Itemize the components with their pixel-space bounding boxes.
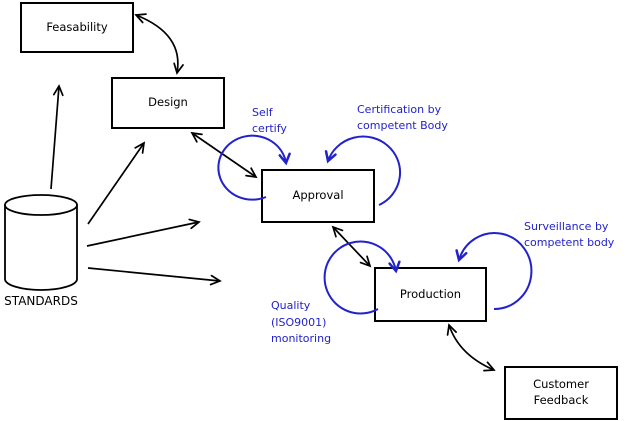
node-customer-feedback-label-line2: Feedback	[533, 393, 589, 407]
annotation-surveillance: Surveillance by competent body	[524, 219, 614, 250]
node-design-label: Design	[148, 95, 188, 110]
node-feasability-label: Feasability	[46, 19, 108, 34]
node-approval: Approval	[261, 169, 375, 223]
annotation-surveillance-line2: competent body	[524, 235, 615, 249]
node-feasability: Feasability	[20, 2, 134, 53]
arrow-production-customer-feedback	[446, 323, 496, 372]
annotation-quality-line1: Quality	[271, 299, 311, 312]
annotation-surveillance-line1: Surveillance by	[524, 220, 609, 233]
node-production: Production	[374, 267, 487, 322]
annotation-quality: Quality (ISO9001) monitoring	[271, 298, 331, 348]
node-customer-feedback-label-line1: Customer	[533, 377, 589, 392]
standards-cylinder	[4, 194, 78, 291]
arrow-design-approval	[190, 131, 258, 179]
arrow-standards-to-approval	[86, 218, 201, 247]
arrow-standards-to-feasability	[50, 84, 64, 190]
node-customer-feedback: Customer Feedback	[504, 366, 618, 420]
arrow-feasability-design	[134, 13, 184, 75]
annotation-self-certify-line1: Self	[252, 106, 273, 119]
annotation-quality-line2: (ISO9001)	[271, 315, 327, 329]
annotation-certification: Certification by competent Body	[357, 102, 448, 133]
annotation-self-certify: Self certify	[252, 105, 287, 136]
arrow-standards-to-production	[87, 267, 222, 286]
annotation-certification-line1: Certification by	[357, 103, 442, 116]
node-approval-label: Approval	[292, 188, 344, 203]
annotation-quality-line3: monitoring	[271, 332, 332, 345]
standards-label: STANDARDS	[4, 294, 78, 308]
node-design: Design	[111, 77, 225, 129]
annotation-certification-line2: competent Body	[357, 118, 448, 132]
node-production-label: Production	[399, 286, 462, 301]
arrow-approval-production	[331, 225, 372, 268]
annotation-self-certify-line2: certify	[252, 121, 287, 135]
arrow-standards-to-design	[87, 141, 146, 225]
